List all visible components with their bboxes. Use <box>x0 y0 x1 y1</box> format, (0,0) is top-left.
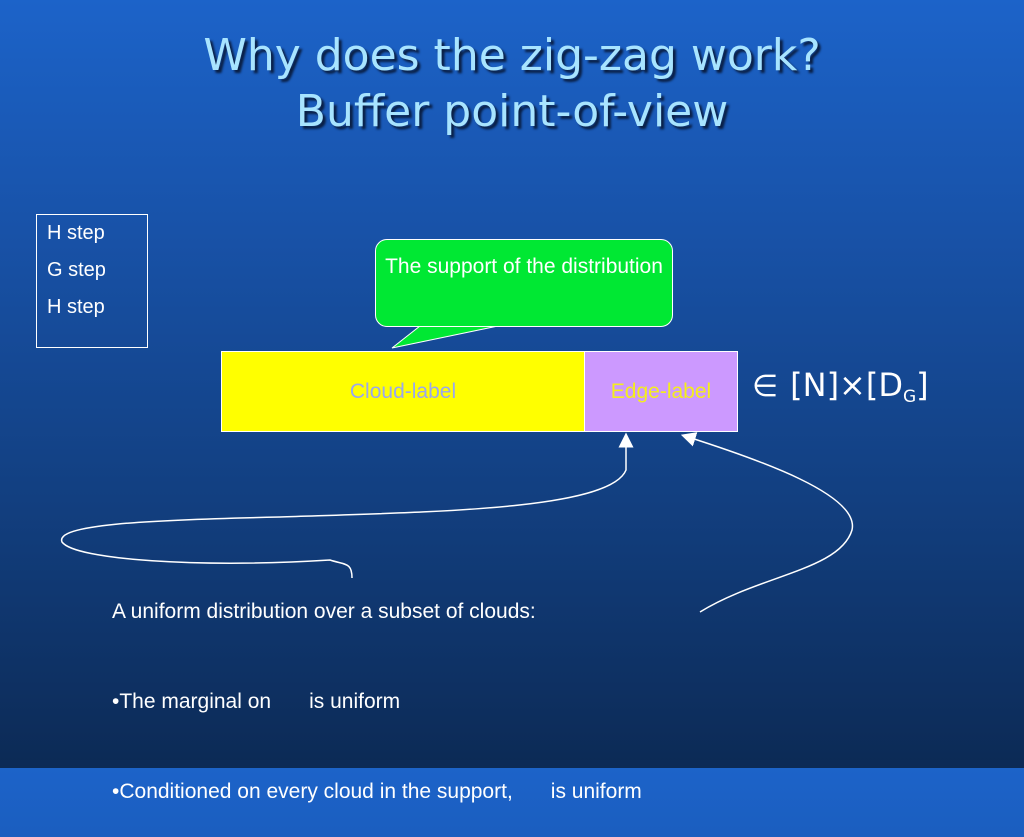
description-bullet-2: •Conditioned on every cloud in the suppo… <box>112 777 642 807</box>
description-bullet-1: •The marginal on is uniform <box>112 687 642 717</box>
callout-tail <box>391 325 499 349</box>
cloud-label-text: Cloud-label <box>349 379 457 403</box>
bullet-1-end: is uniform <box>309 690 401 713</box>
description-intro: A uniform distribution over a subset of … <box>112 600 536 623</box>
description-text: A uniform distribution over a subset of … <box>112 537 642 837</box>
marginal-arrow <box>61 432 634 579</box>
set-product: [N]×[D <box>790 366 903 404</box>
edge-label-text: Edge-label <box>610 379 712 403</box>
diagram-connectors <box>61 325 853 613</box>
edge-label-bar: Edge-label <box>584 351 738 432</box>
element-of-symbol: ∈ <box>752 369 779 404</box>
step-1: H step <box>47 222 105 244</box>
bullet-2-end: is uniform <box>550 780 642 803</box>
callout-text: The support of the distribution <box>385 255 663 278</box>
conditional-arrow <box>680 432 853 613</box>
title-line-2: Buffer point-of-view <box>295 86 729 137</box>
bullet-1-start: •The marginal on <box>112 690 272 713</box>
steps-box: H step G step H step <box>36 214 148 348</box>
set-close: ] <box>916 366 929 404</box>
cloud-label-bar: Cloud-label <box>221 351 585 432</box>
set-subscript: G <box>902 387 917 407</box>
slide-title: Why does the zig-zag work? Buffer point-… <box>0 28 1024 140</box>
title-line-1: Why does the zig-zag work? <box>203 30 821 81</box>
bullet-2-start: •Conditioned on every cloud in the suppo… <box>112 780 513 803</box>
step-3: H step <box>47 296 105 318</box>
support-callout: The support of the distribution <box>375 239 673 327</box>
membership-formula: ∈ [N]×[DG] <box>752 366 929 407</box>
step-2: G step <box>47 259 106 281</box>
